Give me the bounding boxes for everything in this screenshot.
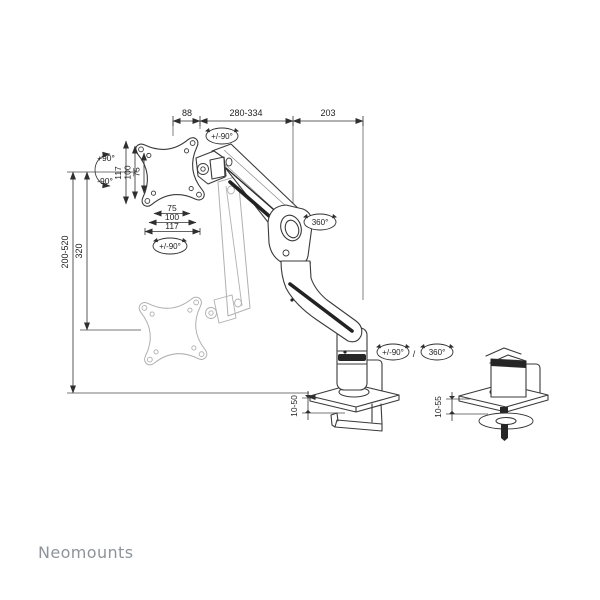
head-pivot-label: +/-90° <box>211 132 233 141</box>
grommet-pole <box>490 358 527 398</box>
dimension-clamp-thickness: 10-50 <box>289 391 345 420</box>
badge-slash: / <box>413 349 416 359</box>
grommet-bolt <box>478 407 534 441</box>
dimension-left-height: 200-520 320 <box>60 171 90 394</box>
clamp-foot <box>330 403 383 432</box>
elbow-cap <box>280 214 302 242</box>
grommet-mount <box>458 347 549 441</box>
vesa-plate-upper <box>134 136 206 208</box>
dim-clamp-range: 10-50 <box>289 395 299 417</box>
base-rotate-label: 360° <box>429 348 446 357</box>
dim-vesa-v-75: 75 <box>132 167 142 177</box>
elbow-swivel-label: 360° <box>312 218 329 227</box>
elbow-joint <box>267 204 313 266</box>
dim-height-range: 200-520 <box>60 235 70 268</box>
tilt-plus-label: +90° <box>97 153 115 163</box>
rotation-badge-vesa-rotate: +/-90° <box>152 237 188 255</box>
dim-vesa-h-100: 100 <box>165 212 179 222</box>
brand-logo: Neomounts <box>38 543 133 562</box>
rotation-badge-base-pivot: +/-90° / <box>376 343 416 361</box>
tilt-rotation-arc: +90° -90° <box>94 151 115 189</box>
vesa-rotate-label: +/-90° <box>159 242 181 251</box>
dim-arm-reach: 280-334 <box>229 108 262 118</box>
pole-collar-ring <box>338 354 366 361</box>
dim-height-lowered: 320 <box>74 243 84 258</box>
desk-clamp-base <box>309 327 400 432</box>
dim-vesa-h-75: 75 <box>167 203 177 213</box>
tilt-minus-label: -90° <box>97 176 113 186</box>
vesa-plate-lower-ghost <box>138 296 208 366</box>
dim-vesa-v-117: 117 <box>113 166 123 180</box>
rotation-badge-elbow: 360° <box>303 213 337 231</box>
ghost-arm-lowered <box>205 175 251 324</box>
dim-base-offset: 203 <box>320 108 335 118</box>
rotation-badge-base-rotate: 360° <box>420 343 454 361</box>
monitor-arm <box>195 143 363 354</box>
dim-grommet-range: 10-55 <box>433 396 443 418</box>
dim-arm-depth: 88 <box>182 108 192 118</box>
vesa-tilt-joint <box>195 150 227 185</box>
dimension-vesa-vertical: 117 100 75 <box>113 140 147 205</box>
rotation-badge-head-pivot: +/-90° <box>205 127 239 145</box>
dimension-vesa-horizontal: 75 100 117 <box>144 203 201 235</box>
dimension-top-chain: 88 280-334 203 <box>172 108 364 126</box>
dim-vesa-h-117: 117 <box>165 221 179 231</box>
dimension-grommet-thickness: 10-55 <box>433 392 488 421</box>
base-pivot-label: +/-90° <box>382 348 404 357</box>
dim-vesa-v-100: 100 <box>123 165 133 179</box>
pole-break-line <box>485 347 522 357</box>
